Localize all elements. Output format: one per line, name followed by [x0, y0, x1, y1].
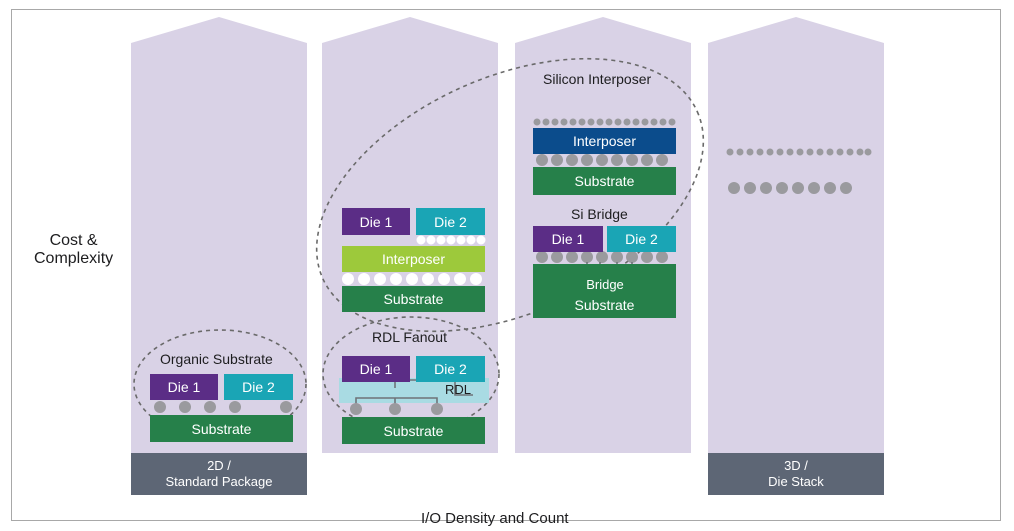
y-axis-label-line2: Complexity [34, 250, 114, 267]
column-arrow-3d [708, 17, 884, 453]
rdl-die1: Die 1 [342, 356, 410, 382]
si-bridge-die2: Die 2 [607, 226, 676, 252]
rdl-die2: Die 2 [416, 356, 485, 382]
interposer-stack-die2: Die 2 [416, 208, 485, 235]
footer-3d-line2: Die Stack [768, 474, 824, 489]
silicon-interposer-title: Silicon Interposer [543, 71, 652, 87]
rdl-substrate: Substrate [342, 417, 485, 444]
si-bridge-substrate: Substrate [533, 264, 676, 318]
si-bridge-chip-label: Bridge [586, 276, 624, 292]
3d-stack-dots-bottom [728, 182, 852, 194]
rdl-title: RDL Fanout [372, 329, 447, 345]
rdl-layer [339, 378, 489, 403]
interposer-bumps-bottom [342, 273, 482, 285]
interposer-stack-substrate: Substrate [342, 286, 485, 312]
organic-substrate: Substrate [150, 415, 293, 442]
si-bridge-title: Si Bridge [571, 206, 628, 222]
silicon-interposer-layer: Interposer [533, 128, 676, 154]
column-arrow-interposer [322, 17, 498, 453]
rdl-label: RDL [445, 382, 472, 397]
organic-die2: Die 2 [224, 374, 293, 400]
y-axis-label-line1: Cost & [49, 232, 98, 249]
3d-stack-dots-top [726, 148, 872, 156]
x-axis-label: I/O Density and Count [421, 510, 569, 527]
organic-bumps [154, 401, 292, 413]
footer-2d-line2: Standard Package [165, 474, 273, 489]
footer-3d-line1: 3D / [784, 458, 808, 473]
si-bridge-die1: Die 1 [533, 226, 603, 252]
interposer-microbumps-top [416, 235, 486, 245]
organic-dashed-ellipse [133, 329, 307, 439]
organic-die1: Die 1 [150, 374, 218, 400]
bridge-bumps [536, 251, 668, 263]
silicon-bumps-bottom [536, 154, 668, 166]
interposer-stack-die1: Die 1 [342, 208, 410, 235]
column-arrow-2d [131, 17, 307, 453]
rdl-bumps [350, 403, 443, 415]
footer-2d-standard-package: 2D / Standard Package [131, 453, 307, 495]
y-axis-label: Cost & Complexity [34, 232, 113, 268]
interposer-stack-interposer: Interposer [342, 246, 485, 272]
silicon-microbumps-top [533, 118, 676, 126]
column-arrow-silicon [515, 17, 691, 453]
silicon-interposer-substrate: Substrate [533, 167, 676, 195]
footer-2d-line1: 2D / [207, 458, 231, 473]
footer-3d-die-stack: 3D / Die Stack [708, 453, 884, 495]
organic-title: Organic Substrate [160, 351, 273, 367]
si-bridge-substrate-label: Substrate [574, 297, 635, 313]
